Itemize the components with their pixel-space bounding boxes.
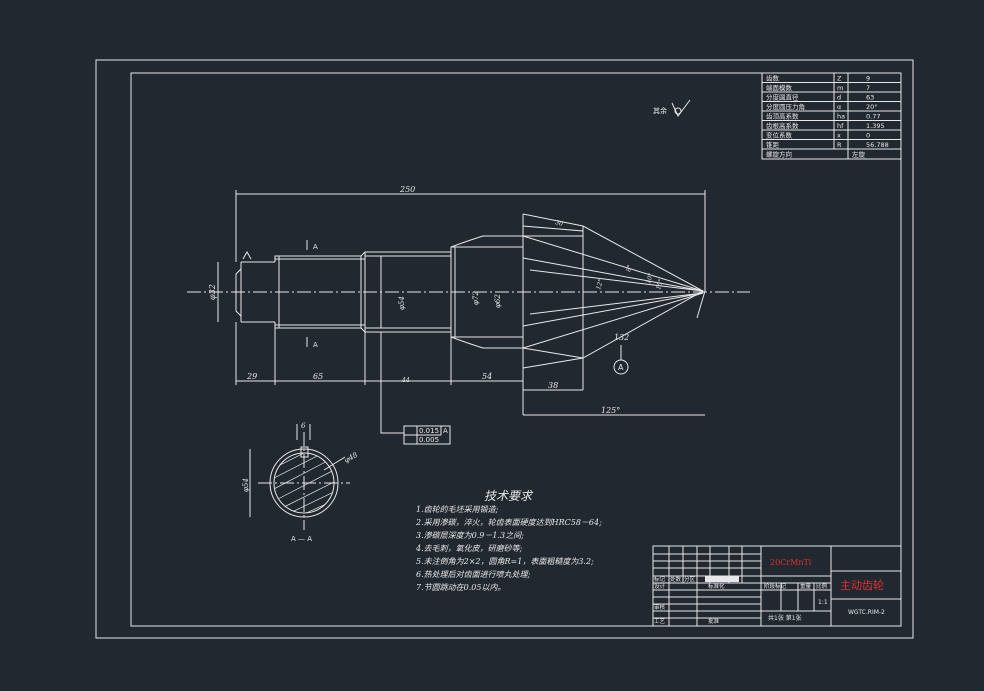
tolerance-ref-1: A bbox=[443, 427, 448, 435]
param-sym-3: α bbox=[837, 103, 841, 111]
tech-item-0: 1.齿轮的毛坯采用锻造; bbox=[416, 505, 499, 514]
tb-cell-7: 标准化 bbox=[708, 582, 725, 590]
tb-part-name: 主动齿轮 bbox=[840, 578, 884, 592]
dim-d72: φ72 bbox=[472, 291, 480, 305]
tech-title: 技术要求 bbox=[484, 489, 534, 503]
dim-54: 54 bbox=[482, 372, 492, 381]
param-name-5: 齿根高系数 bbox=[766, 121, 799, 130]
dim-angle-b: 8° bbox=[625, 264, 634, 272]
roughness-note: 其余 bbox=[653, 99, 691, 117]
param-name-3: 分度圆压力角 bbox=[766, 102, 805, 111]
param-val-2: 63 bbox=[866, 94, 874, 102]
tb-cell-11: 审核 bbox=[654, 603, 666, 611]
tb-material: 20CrMnTi bbox=[770, 558, 812, 567]
parameter-table: 齿数 Z 9 端面模数 m 7 分度圆直径 d 63 分度圆压力角 α 20° … bbox=[761, 72, 902, 160]
dim-125: 125° bbox=[601, 406, 620, 415]
tech-requirements: 技术要求 1.齿轮的毛坯采用锻造; 2.采用渗碳，淬火，轮齿表面硬度达到HRC5… bbox=[415, 489, 602, 592]
tb-cell-8: 阶段标记 bbox=[764, 582, 787, 590]
param-sym-4: ha bbox=[837, 113, 845, 121]
tb-cell-9: 重量 bbox=[800, 582, 812, 590]
dim-d32: φ32 bbox=[208, 284, 217, 300]
tb-scale: 1:1 bbox=[818, 599, 828, 606]
param-name-0: 齿数 bbox=[766, 74, 780, 83]
dim-44: 44 bbox=[401, 377, 410, 384]
param-sym-2: d bbox=[837, 94, 841, 102]
dim-30: 30 bbox=[554, 219, 563, 228]
tolerance-value-2: 0.005 bbox=[419, 436, 439, 444]
section-d48: φ48 bbox=[343, 451, 359, 465]
param-name-2: 分度圆直径 bbox=[766, 93, 799, 102]
tb-drawing-no: WGTC.RIM-2 bbox=[848, 609, 885, 616]
param-name-6: 变位系数 bbox=[766, 131, 793, 140]
dimension-overall: 250 bbox=[235, 185, 706, 291]
param-sym-6: x bbox=[837, 132, 841, 140]
dim-angle-a: 12° bbox=[595, 278, 605, 290]
dim-65: 65 bbox=[313, 372, 323, 381]
tech-item-2: 3.渗碳层深度为0.9－1.3之间; bbox=[416, 531, 524, 540]
tb-cell-13: 批准 bbox=[708, 617, 720, 625]
tech-item-6: 7.节圆跳动在0.05以内。 bbox=[416, 583, 505, 592]
param-name-1: 端面模数 bbox=[766, 83, 793, 92]
tb-cell-2: 分区 bbox=[684, 575, 696, 583]
dim-angle-c: 10° bbox=[645, 272, 655, 284]
tech-item-5: 6.热处理后对齿面进行喷丸处理; bbox=[416, 570, 531, 579]
roughness-note-text: 其余 bbox=[653, 106, 667, 115]
roughness-symbol-icon bbox=[671, 99, 691, 117]
tb-cell-10: 比例 bbox=[816, 582, 828, 590]
param-val-5: 1.395 bbox=[866, 122, 885, 130]
tech-item-3: 4.去毛刺，氧化皮，研磨砂等; bbox=[415, 544, 523, 553]
dim-132: 132 bbox=[614, 333, 629, 342]
tb-cell-6: 设计 bbox=[654, 582, 666, 590]
title-block: 标记 处数 分区 设计 标准化 阶段标记 重量 比例 审核 工艺 批准 1:1 … bbox=[652, 545, 902, 627]
param-val-3: 20° bbox=[866, 103, 878, 111]
param-sym-0: Z bbox=[837, 75, 842, 83]
dim-250: 250 bbox=[399, 185, 415, 194]
shaft-outline bbox=[235, 213, 706, 390]
param-val-4: 0.77 bbox=[866, 113, 880, 121]
param-sym-1: m bbox=[837, 84, 843, 92]
dim-38: 38 bbox=[548, 381, 558, 390]
key-width: 6 bbox=[301, 422, 306, 430]
tech-item-4: 5.未注倒角为2×2，圆角R=1，表面粗糙度为3.2; bbox=[416, 557, 594, 566]
param-val-8: 左旋 bbox=[852, 150, 866, 159]
param-sym-5: hf bbox=[837, 122, 844, 130]
param-val-1: 7 bbox=[866, 84, 870, 92]
dim-angle-d: 15° bbox=[655, 278, 665, 290]
tb-cell-12: 工艺 bbox=[654, 618, 666, 625]
inner-frame bbox=[130, 72, 902, 627]
param-val-7: 56.788 bbox=[866, 141, 889, 149]
param-val-0: 9 bbox=[866, 75, 870, 83]
roughness-left-icon bbox=[242, 250, 252, 260]
section-mark-top: A bbox=[313, 243, 318, 251]
dim-29: 29 bbox=[246, 372, 257, 381]
param-name-7: 锥距 bbox=[766, 140, 780, 149]
section-d54: φ54 bbox=[242, 478, 250, 492]
param-sym-7: R bbox=[837, 141, 842, 149]
param-name-4: 齿顶高系数 bbox=[766, 112, 799, 121]
dimension-lengths: 29 65 44 54 38 125° 132 30 12° 8° 10° 15… bbox=[235, 219, 705, 416]
tech-item-1: 2.采用渗碳，淬火，轮齿表面硬度达到HRC58－64; bbox=[415, 518, 602, 527]
section-title: A — A bbox=[291, 535, 312, 543]
section-view: 6 φ54 φ48 A — A bbox=[242, 422, 359, 543]
tb-sheet: 共1张 第1张 bbox=[768, 614, 802, 622]
tb-cell-0: 标记 bbox=[654, 575, 666, 583]
tb-cell-1: 处数 bbox=[670, 575, 682, 583]
datum-label: A bbox=[618, 363, 624, 372]
tolerance-frame: 0.015 A 0.005 bbox=[380, 332, 451, 445]
tolerance-value-1: 0.015 bbox=[419, 427, 439, 435]
datum-circle bbox=[613, 359, 629, 375]
param-val-6: 0 bbox=[866, 132, 870, 140]
section-mark-bottom: A bbox=[313, 341, 318, 349]
param-name-8: 螺旋方向 bbox=[766, 150, 792, 159]
outer-frame bbox=[95, 59, 914, 639]
dim-d62: φ62 bbox=[494, 294, 502, 308]
dim-d54: φ54 bbox=[398, 296, 406, 310]
